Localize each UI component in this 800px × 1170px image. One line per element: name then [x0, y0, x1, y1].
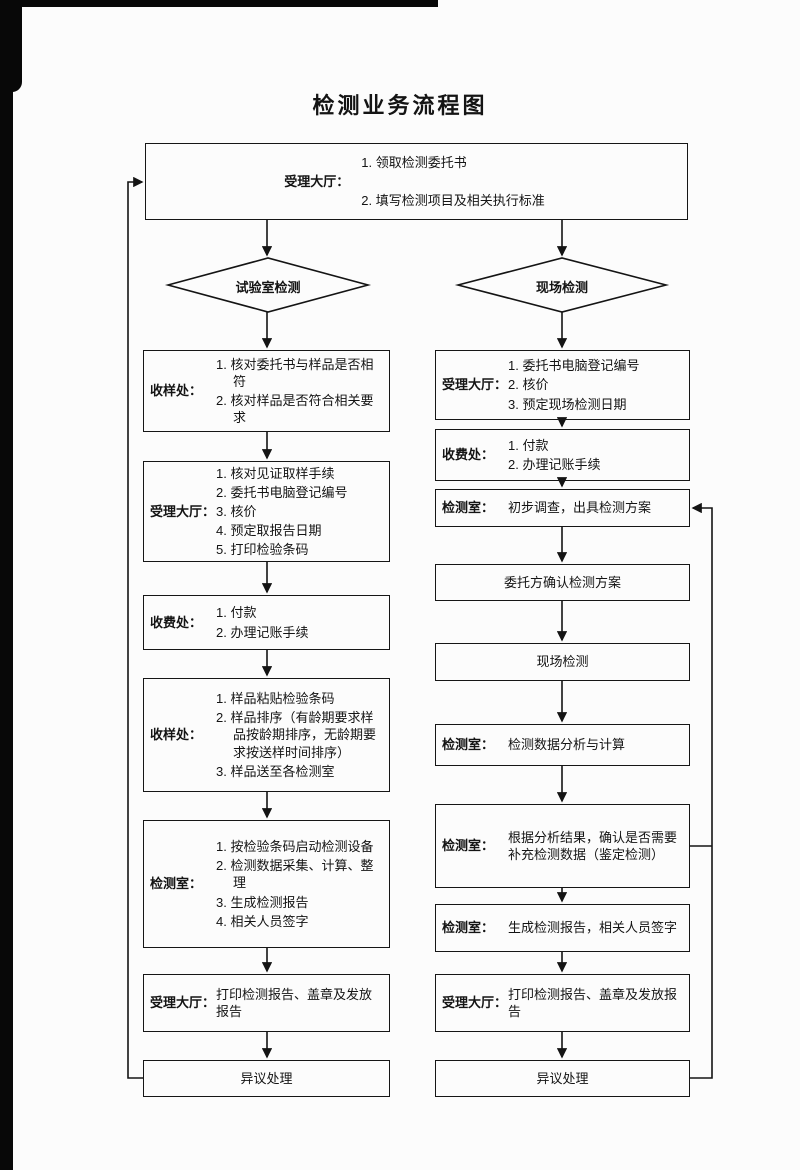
scan-edge-top	[0, 0, 438, 7]
node-item: 3. 生成检测报告	[216, 894, 309, 910]
node-text: 委托方确认检测方案	[503, 574, 621, 590]
node-label: 受理大厅：	[442, 995, 508, 1011]
node-label: 检测室：	[442, 737, 495, 753]
node-l7-dispute: 异议处理	[143, 1060, 390, 1097]
diamond-field-testing: 现场检测	[535, 280, 588, 295]
node-item: 3. 核价	[216, 503, 257, 519]
node-item: 2. 核对样品是否符合相关要求	[216, 393, 374, 426]
feedback-left-dispute-to-top	[127, 176, 144, 1079]
node-text: 检测数据分析与计算	[508, 737, 626, 753]
node-item: 2. 核价	[508, 377, 549, 393]
node-l1-sample-check: 收样处： 1. 核对委托书与样品是否相符 2. 核对样品是否符合相关要求	[143, 350, 390, 432]
node-r9-report-issue: 受理大厅： 打印检测报告、盖章及发放报告	[435, 974, 690, 1032]
node-item: 2. 办理记账手续	[508, 457, 601, 472]
node-text: 异议处理	[536, 1070, 589, 1086]
node-label: 受理大厅：	[284, 173, 350, 189]
node-r6-data-analysis: 检测室： 检测数据分析与计算	[435, 724, 690, 766]
scan-edge-left-top	[0, 0, 22, 92]
node-text: 现场检测	[536, 654, 589, 670]
lab-testing-diamond-shape	[164, 257, 372, 313]
node-label: 检测室：	[442, 920, 495, 936]
node-item: 4. 预定取报告日期	[216, 523, 322, 539]
node-l3-payment: 收费处： 1. 付款 2. 办理记账手续	[143, 595, 390, 650]
node-label: 受理大厅：	[150, 503, 216, 519]
node-r3-preliminary-survey: 检测室： 初步调查，出具检测方案	[435, 489, 690, 527]
node-item: 2. 委托书电脑登记编号	[216, 484, 348, 500]
node-label: 检测室：	[442, 838, 495, 854]
node-text: 根据分析结果，确认是否需要补充检测数据（鉴定检测）	[508, 829, 678, 862]
node-item: 4. 相关人员签字	[216, 913, 309, 929]
node-item: 1. 付款	[508, 437, 549, 453]
node-item: 1. 核对委托书与样品是否相符	[216, 356, 374, 389]
node-item: 2. 办理记账手续	[216, 624, 309, 640]
flowchart-title: 检测业务流程图	[312, 93, 488, 118]
node-text: 异议处理	[240, 1070, 293, 1086]
scan-edge-left	[0, 0, 13, 1170]
node-r8-report-sign: 检测室： 生成检测报告，相关人员签字	[435, 904, 690, 952]
feedback-right-dispute-to-survey	[690, 502, 713, 1079]
node-item: 1. 领取检测委托书	[361, 155, 467, 171]
node-label: 收样处：	[150, 383, 203, 399]
node-label: 检测室：	[150, 876, 203, 892]
node-r7-supplement-decision: 检测室： 根据分析结果，确认是否需要补充检测数据（鉴定检测）	[435, 804, 690, 888]
node-item: 3. 样品送至各检测室	[216, 763, 335, 779]
field-testing-diamond-shape	[454, 257, 670, 313]
diamond-lab-testing: 试验室检测	[235, 280, 301, 295]
node-top-reception: 受理大厅： 1. 领取检测委托书 2. 填写检测项目及相关执行标准	[145, 143, 688, 220]
node-l6-report-issue: 受理大厅： 打印检测报告、盖章及发放报告	[143, 974, 390, 1032]
node-item: 2. 填写检测项目及相关执行标准	[361, 192, 545, 208]
node-item: 3. 预定现场检测日期	[508, 396, 627, 412]
node-l4-sample-sort: 收样处： 1. 样品粘贴检验条码 2. 样品排序（有龄期要求样品按龄期排序，无龄…	[143, 678, 390, 792]
node-label: 收费处：	[150, 614, 203, 630]
node-text: 生成检测报告，相关人员签字	[508, 920, 678, 936]
node-r4-client-confirm: 委托方确认检测方案	[435, 564, 690, 601]
node-item: 1. 核对见证取样手续	[216, 465, 335, 481]
node-r5-field-testing: 现场检测	[435, 643, 690, 681]
node-l5-testing-room: 检测室： 1. 按检验条码启动检测设备 2. 检测数据采集、计算、整理 3. 生…	[143, 820, 390, 948]
node-item: 1. 付款	[216, 605, 257, 621]
node-r1-reception-register: 受理大厅： 1. 委托书电脑登记编号 2. 核价 3. 预定现场检测日期	[435, 350, 690, 420]
node-item: 1. 按检验条码启动检测设备	[216, 839, 374, 855]
node-label: 受理大厅：	[442, 377, 508, 393]
node-item: 5. 打印检验条码	[216, 542, 309, 558]
node-label: 检测室：	[442, 500, 495, 516]
node-item: 2. 检测数据采集、计算、整理	[216, 858, 374, 891]
node-text: 打印检测报告、盖章及发放报告	[508, 986, 678, 1019]
node-label: 收样处：	[150, 727, 203, 743]
node-label: 收费处：	[442, 447, 495, 463]
node-item: 2. 样品排序（有龄期要求样品按龄期排序，无龄期要求按送样时间排序）	[216, 710, 377, 760]
node-r10-dispute: 异议处理	[435, 1060, 690, 1097]
node-item: 1. 委托书电脑登记编号	[508, 358, 640, 374]
node-l2-reception-register: 受理大厅： 1. 核对见证取样手续 2. 委托书电脑登记编号 3. 核价 4. …	[143, 461, 390, 562]
node-text: 初步调查，出具检测方案	[508, 500, 652, 516]
node-text: 打印检测报告、盖章及发放报告	[216, 986, 373, 1019]
node-r2-payment: 收费处： 1. 付款 2. 办理记账手续	[435, 429, 690, 481]
node-label: 受理大厅：	[150, 995, 216, 1011]
node-item: 1. 样品粘贴检验条码	[216, 691, 335, 707]
